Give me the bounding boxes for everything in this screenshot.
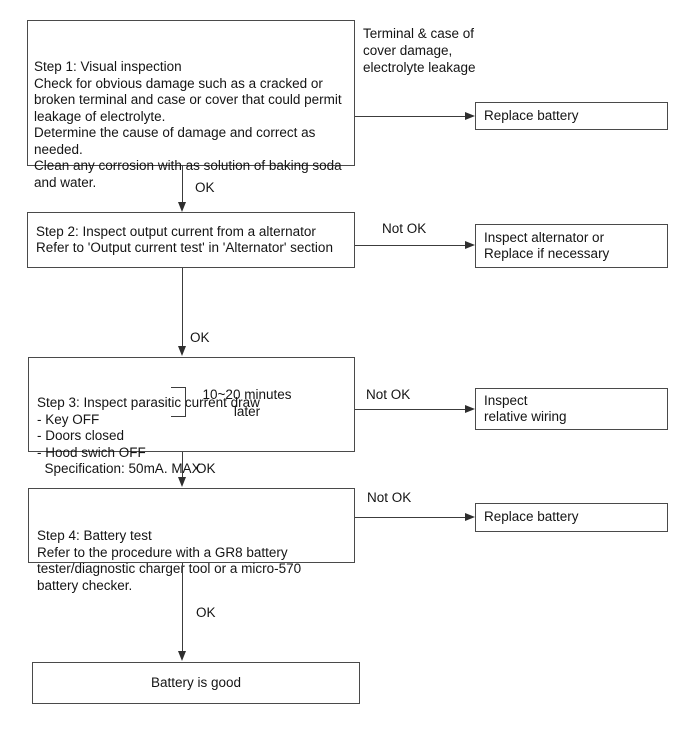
condition-note: Terminal & case of cover damage, electro… bbox=[363, 26, 476, 75]
step4-text: Step 4: Battery test Refer to the proced… bbox=[37, 528, 302, 593]
outcome-inspect-wiring-box: Inspect relative wiring bbox=[475, 388, 668, 430]
arrow-down-icon bbox=[178, 477, 186, 487]
outcome-replace-battery-2-text: Replace battery bbox=[484, 509, 579, 525]
step2-text: Step 2: Inspect output current from a al… bbox=[36, 223, 333, 256]
arrow-down-icon bbox=[178, 346, 186, 356]
ok-label-3: OK bbox=[196, 461, 216, 476]
step4-to-replace-battery-connector bbox=[355, 517, 465, 518]
ok-label-2: OK bbox=[190, 330, 210, 345]
outcome-inspect-wiring-text: Inspect relative wiring bbox=[484, 392, 567, 425]
step3-box: Step 3: Inspect parasitic current draw -… bbox=[28, 357, 355, 476]
step2-to-inspect-alternator-connector bbox=[355, 245, 465, 246]
step4-box: Step 4: Battery test Refer to the proced… bbox=[28, 488, 355, 593]
step1-text: Step 1: Visual inspection Check for obvi… bbox=[34, 59, 342, 190]
step3-to-inspect-wiring-connector bbox=[355, 409, 465, 410]
arrow-right-icon bbox=[465, 241, 475, 249]
step2-to-step3-connector bbox=[182, 268, 183, 347]
not-ok-label-3: Not OK bbox=[367, 490, 412, 505]
outcome-inspect-alternator-box: Inspect alternator or Replace if necessa… bbox=[475, 224, 668, 268]
result-box: Battery is good bbox=[32, 662, 360, 704]
ok-label-1: OK bbox=[195, 180, 215, 195]
step3-to-step4-connector bbox=[182, 452, 183, 478]
outcome-replace-battery-1-box: Replace battery bbox=[475, 102, 668, 130]
arrow-right-icon bbox=[465, 513, 475, 521]
outcome-replace-battery-2-box: Replace battery bbox=[475, 503, 668, 532]
arrow-right-icon bbox=[465, 112, 475, 120]
arrow-down-icon bbox=[178, 651, 186, 661]
not-ok-label-2: Not OK bbox=[366, 387, 411, 402]
outcome-inspect-alternator-text: Inspect alternator or Replace if necessa… bbox=[484, 229, 610, 262]
arrow-right-icon bbox=[465, 405, 475, 413]
step1-to-step2-connector bbox=[182, 166, 183, 203]
arrow-down-icon bbox=[178, 202, 186, 212]
duration-note: 10~20 minutes later bbox=[202, 387, 292, 419]
step3-text: Step 3: Inspect parasitic current draw -… bbox=[37, 395, 260, 476]
not-ok-label-1: Not OK bbox=[382, 221, 427, 236]
outcome-replace-battery-1-text: Replace battery bbox=[484, 107, 579, 123]
result-text: Battery is good bbox=[150, 674, 242, 690]
bracket-shape bbox=[171, 387, 186, 417]
step2-box: Step 2: Inspect output current from a al… bbox=[27, 212, 355, 268]
step4-to-result-connector bbox=[182, 563, 183, 652]
step1-box: Step 1: Visual inspection Check for obvi… bbox=[27, 20, 355, 190]
step1-to-replace-battery-connector bbox=[355, 116, 465, 117]
ok-label-4: OK bbox=[196, 605, 216, 620]
